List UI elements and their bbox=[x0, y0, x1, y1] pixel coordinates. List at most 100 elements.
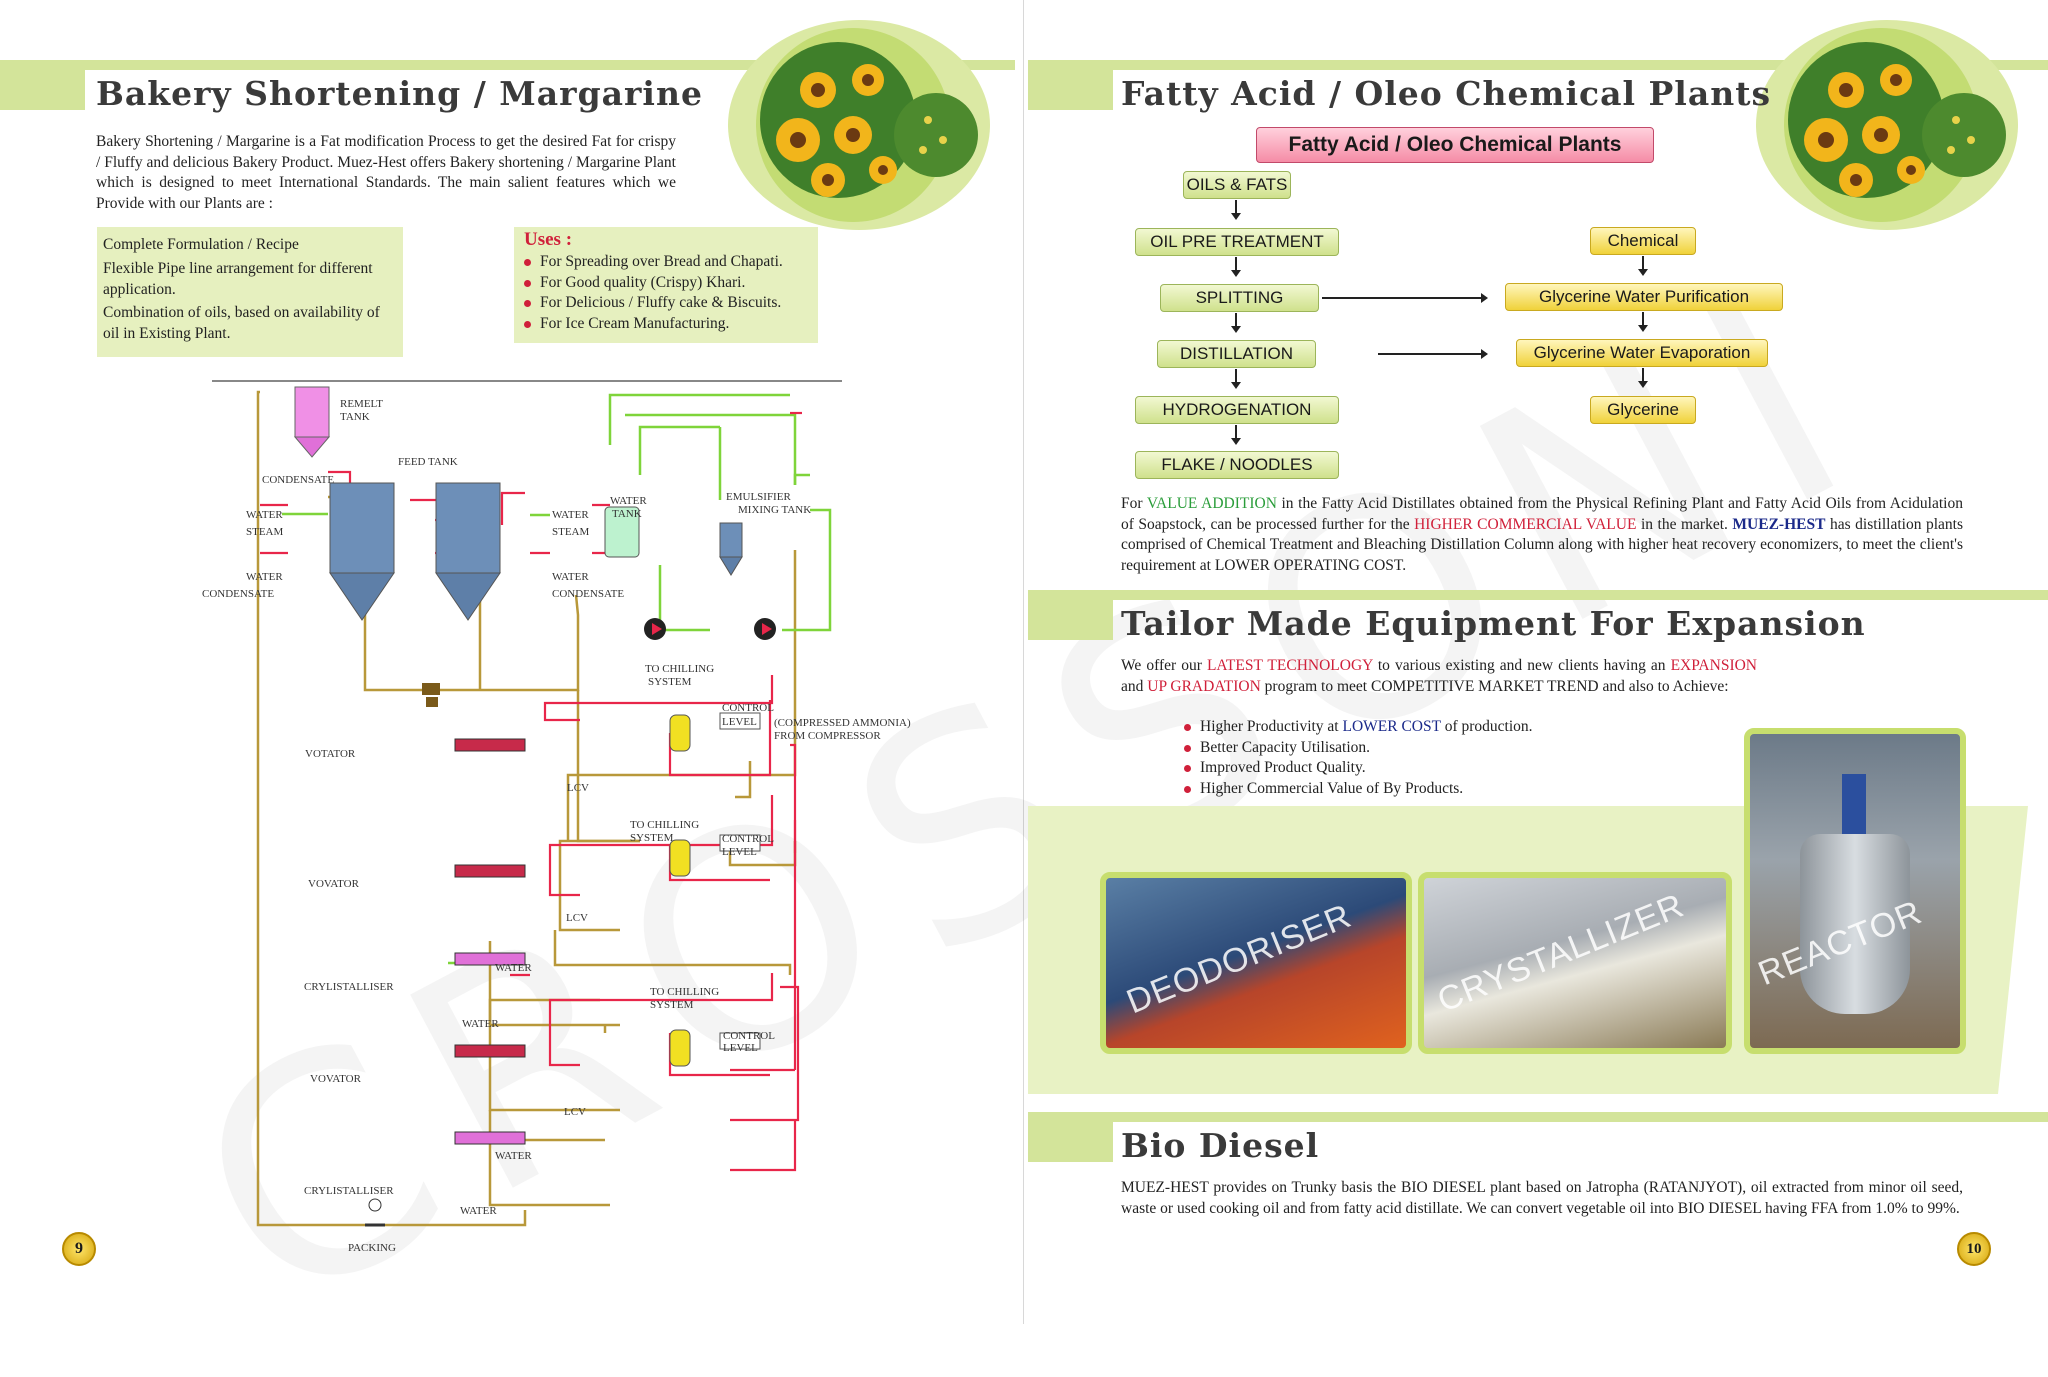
photo-label: DEODORISER bbox=[1121, 896, 1357, 1022]
svg-text:MIXING TANK: MIXING TANK bbox=[738, 504, 811, 516]
svg-text:WATER: WATER bbox=[495, 1150, 532, 1162]
left-page-title: Bakery Shortening / Margarine bbox=[96, 74, 703, 113]
flow-arrow bbox=[1231, 313, 1241, 333]
use-item: For Good quality (Crispy) Khari. bbox=[522, 273, 818, 294]
uses-list: For Spreading over Bread and Chapati. Fo… bbox=[522, 252, 818, 334]
flow-step-glycerine: Glycerine Water Purification bbox=[1505, 283, 1783, 311]
svg-text:CONDENSATE: CONDENSATE bbox=[552, 588, 624, 600]
svg-text:FROM COMPRESSOR: FROM COMPRESSOR bbox=[774, 730, 881, 742]
label-remelt: REMELT bbox=[340, 398, 383, 410]
svg-text:WATER: WATER bbox=[246, 571, 283, 583]
svg-text:WATER: WATER bbox=[462, 1018, 499, 1030]
flow-step: DISTILLATION bbox=[1157, 340, 1316, 368]
flow-step-glycerine: Glycerine Water Evaporation bbox=[1516, 339, 1768, 367]
bio-title-band bbox=[1028, 1122, 1113, 1162]
flow-arrow bbox=[1231, 369, 1241, 389]
flow-step-glycerine: Glycerine bbox=[1590, 396, 1696, 424]
svg-text:CONTROL: CONTROL bbox=[723, 1030, 775, 1042]
svg-text:PACKING: PACKING bbox=[348, 1242, 396, 1254]
page-number-badge: 10 bbox=[1957, 1232, 1991, 1266]
tailor-paragraph: We offer our LATEST TECHNOLOGY to variou… bbox=[1121, 657, 1757, 695]
margarine-process-diagram: REMELT TANK CONDENSATE FEED TANK WATER S… bbox=[202, 380, 911, 1254]
svg-text:WATER: WATER bbox=[552, 509, 589, 521]
svg-text:SYSTEM: SYSTEM bbox=[648, 676, 692, 688]
deodoriser-photo: DEODORISER bbox=[1100, 872, 1412, 1054]
svg-text:LCV: LCV bbox=[566, 912, 588, 924]
flow-arrow bbox=[1638, 368, 1648, 388]
svg-text:STEAM: STEAM bbox=[246, 526, 284, 538]
reactor-motor bbox=[1842, 774, 1866, 834]
page-divider bbox=[1023, 0, 1024, 1324]
svg-text:LEVEL: LEVEL bbox=[723, 1042, 758, 1054]
svg-text:CONDENSATE: CONDENSATE bbox=[262, 474, 334, 486]
features-box: Complete Formulation / Recipe Flexible P… bbox=[97, 227, 403, 357]
bio-title: Bio Diesel bbox=[1121, 1126, 1320, 1165]
svg-text:LCV: LCV bbox=[564, 1106, 586, 1118]
right-top-band bbox=[1028, 60, 2048, 70]
svg-text:WATER: WATER bbox=[460, 1205, 497, 1217]
svg-text:VOTATOR: VOTATOR bbox=[305, 748, 356, 760]
flow-arrow bbox=[1322, 293, 1488, 303]
tailor-title-band bbox=[1028, 600, 1113, 640]
flow-banner: Fatty Acid / Oleo Chemical Plants bbox=[1256, 127, 1654, 163]
flow-step: SPLITTING bbox=[1160, 284, 1319, 312]
svg-text:VOVATOR: VOVATOR bbox=[310, 1073, 362, 1085]
tailor-bullet: Higher Productivity at LOWER COST of pro… bbox=[1182, 717, 1742, 738]
tailor-bullet: Higher Commercial Value of By Products. bbox=[1182, 779, 1742, 800]
uses-box: Uses : For Spreading over Bread and Chap… bbox=[514, 227, 818, 343]
use-item: For Delicious / Fluffy cake & Biscuits. bbox=[522, 293, 818, 314]
svg-text:VOVATOR: VOVATOR bbox=[308, 878, 360, 890]
reactor-vessel bbox=[1800, 834, 1910, 1014]
use-item: For Ice Cream Manufacturing. bbox=[522, 314, 818, 335]
feature-item: Flexible Pipe line arrangement for diffe… bbox=[103, 260, 373, 298]
svg-text:CONTROL: CONTROL bbox=[722, 833, 774, 845]
crystallizer-photo: CRYSTALLIZER bbox=[1418, 872, 1732, 1054]
sunflower-image bbox=[728, 20, 990, 230]
flow-arrow bbox=[1231, 200, 1241, 220]
bio-band bbox=[1028, 1112, 2048, 1122]
svg-text:CRYLISTALLISER: CRYLISTALLISER bbox=[304, 981, 394, 993]
svg-text:SYSTEM: SYSTEM bbox=[650, 999, 694, 1011]
svg-text:CONTROL: CONTROL bbox=[722, 702, 774, 714]
flow-arrow bbox=[1231, 425, 1241, 445]
photo-label: CRYSTALLIZER bbox=[1432, 886, 1690, 1020]
tailor-bullets: Higher Productivity at LOWER COST of pro… bbox=[1182, 717, 1742, 799]
svg-text:TO CHILLING: TO CHILLING bbox=[645, 663, 714, 675]
use-item: For Spreading over Bread and Chapati. bbox=[522, 252, 818, 273]
svg-text:TO CHILLING: TO CHILLING bbox=[630, 819, 699, 831]
flow-arrow bbox=[1378, 349, 1488, 359]
flow-step-glycerine: Chemical bbox=[1590, 227, 1696, 255]
svg-text:EMULSIFIER: EMULSIFIER bbox=[726, 491, 791, 503]
svg-text:TANK: TANK bbox=[612, 508, 642, 520]
svg-text:WATER: WATER bbox=[610, 495, 647, 507]
svg-text:FEED TANK: FEED TANK bbox=[398, 456, 458, 468]
svg-text:CONDENSATE: CONDENSATE bbox=[202, 588, 274, 600]
feature-item: Combination of oils, based on availabili… bbox=[103, 304, 380, 342]
page-number-badge: 9 bbox=[62, 1232, 96, 1266]
svg-text:TANK: TANK bbox=[340, 411, 370, 423]
page-number: 10 bbox=[1966, 1241, 1982, 1257]
svg-text:LCV: LCV bbox=[567, 782, 589, 794]
tailor-title: Tailor Made Equipment For Expansion bbox=[1121, 604, 1866, 643]
flow-arrow bbox=[1638, 312, 1648, 332]
right-page-title: Fatty Acid / Oleo Chemical Plants bbox=[1121, 74, 1772, 113]
tailor-bullet: Improved Product Quality. bbox=[1182, 758, 1742, 779]
flow-arrow bbox=[1231, 257, 1241, 277]
svg-text:LEVEL: LEVEL bbox=[722, 846, 757, 858]
left-top-band bbox=[0, 60, 1015, 70]
bio-paragraph: MUEZ-HEST provides on Trunky basis the B… bbox=[1121, 1179, 1963, 1217]
svg-text:LEVEL: LEVEL bbox=[722, 716, 757, 728]
tailor-band bbox=[1028, 590, 2048, 600]
svg-text:CRYLISTALLISER: CRYLISTALLISER bbox=[304, 1185, 394, 1197]
svg-text:SYSTEM: SYSTEM bbox=[630, 832, 674, 844]
page-number: 9 bbox=[75, 1240, 83, 1257]
uses-title: Uses : bbox=[524, 229, 573, 250]
svg-text:(COMPRESSED AMMONIA): (COMPRESSED AMMONIA) bbox=[774, 717, 911, 729]
reactor-photo: REACTOR bbox=[1744, 728, 1966, 1054]
flow-arrow bbox=[1638, 256, 1648, 276]
left-intro: Bakery Shortening / Margarine is a Fat m… bbox=[96, 133, 676, 212]
svg-text:WATER: WATER bbox=[495, 962, 532, 974]
svg-text:WATER: WATER bbox=[246, 509, 283, 521]
flow-step: OILS & FATS bbox=[1183, 171, 1291, 199]
flow-step: OIL PRE TREATMENT bbox=[1135, 228, 1339, 256]
